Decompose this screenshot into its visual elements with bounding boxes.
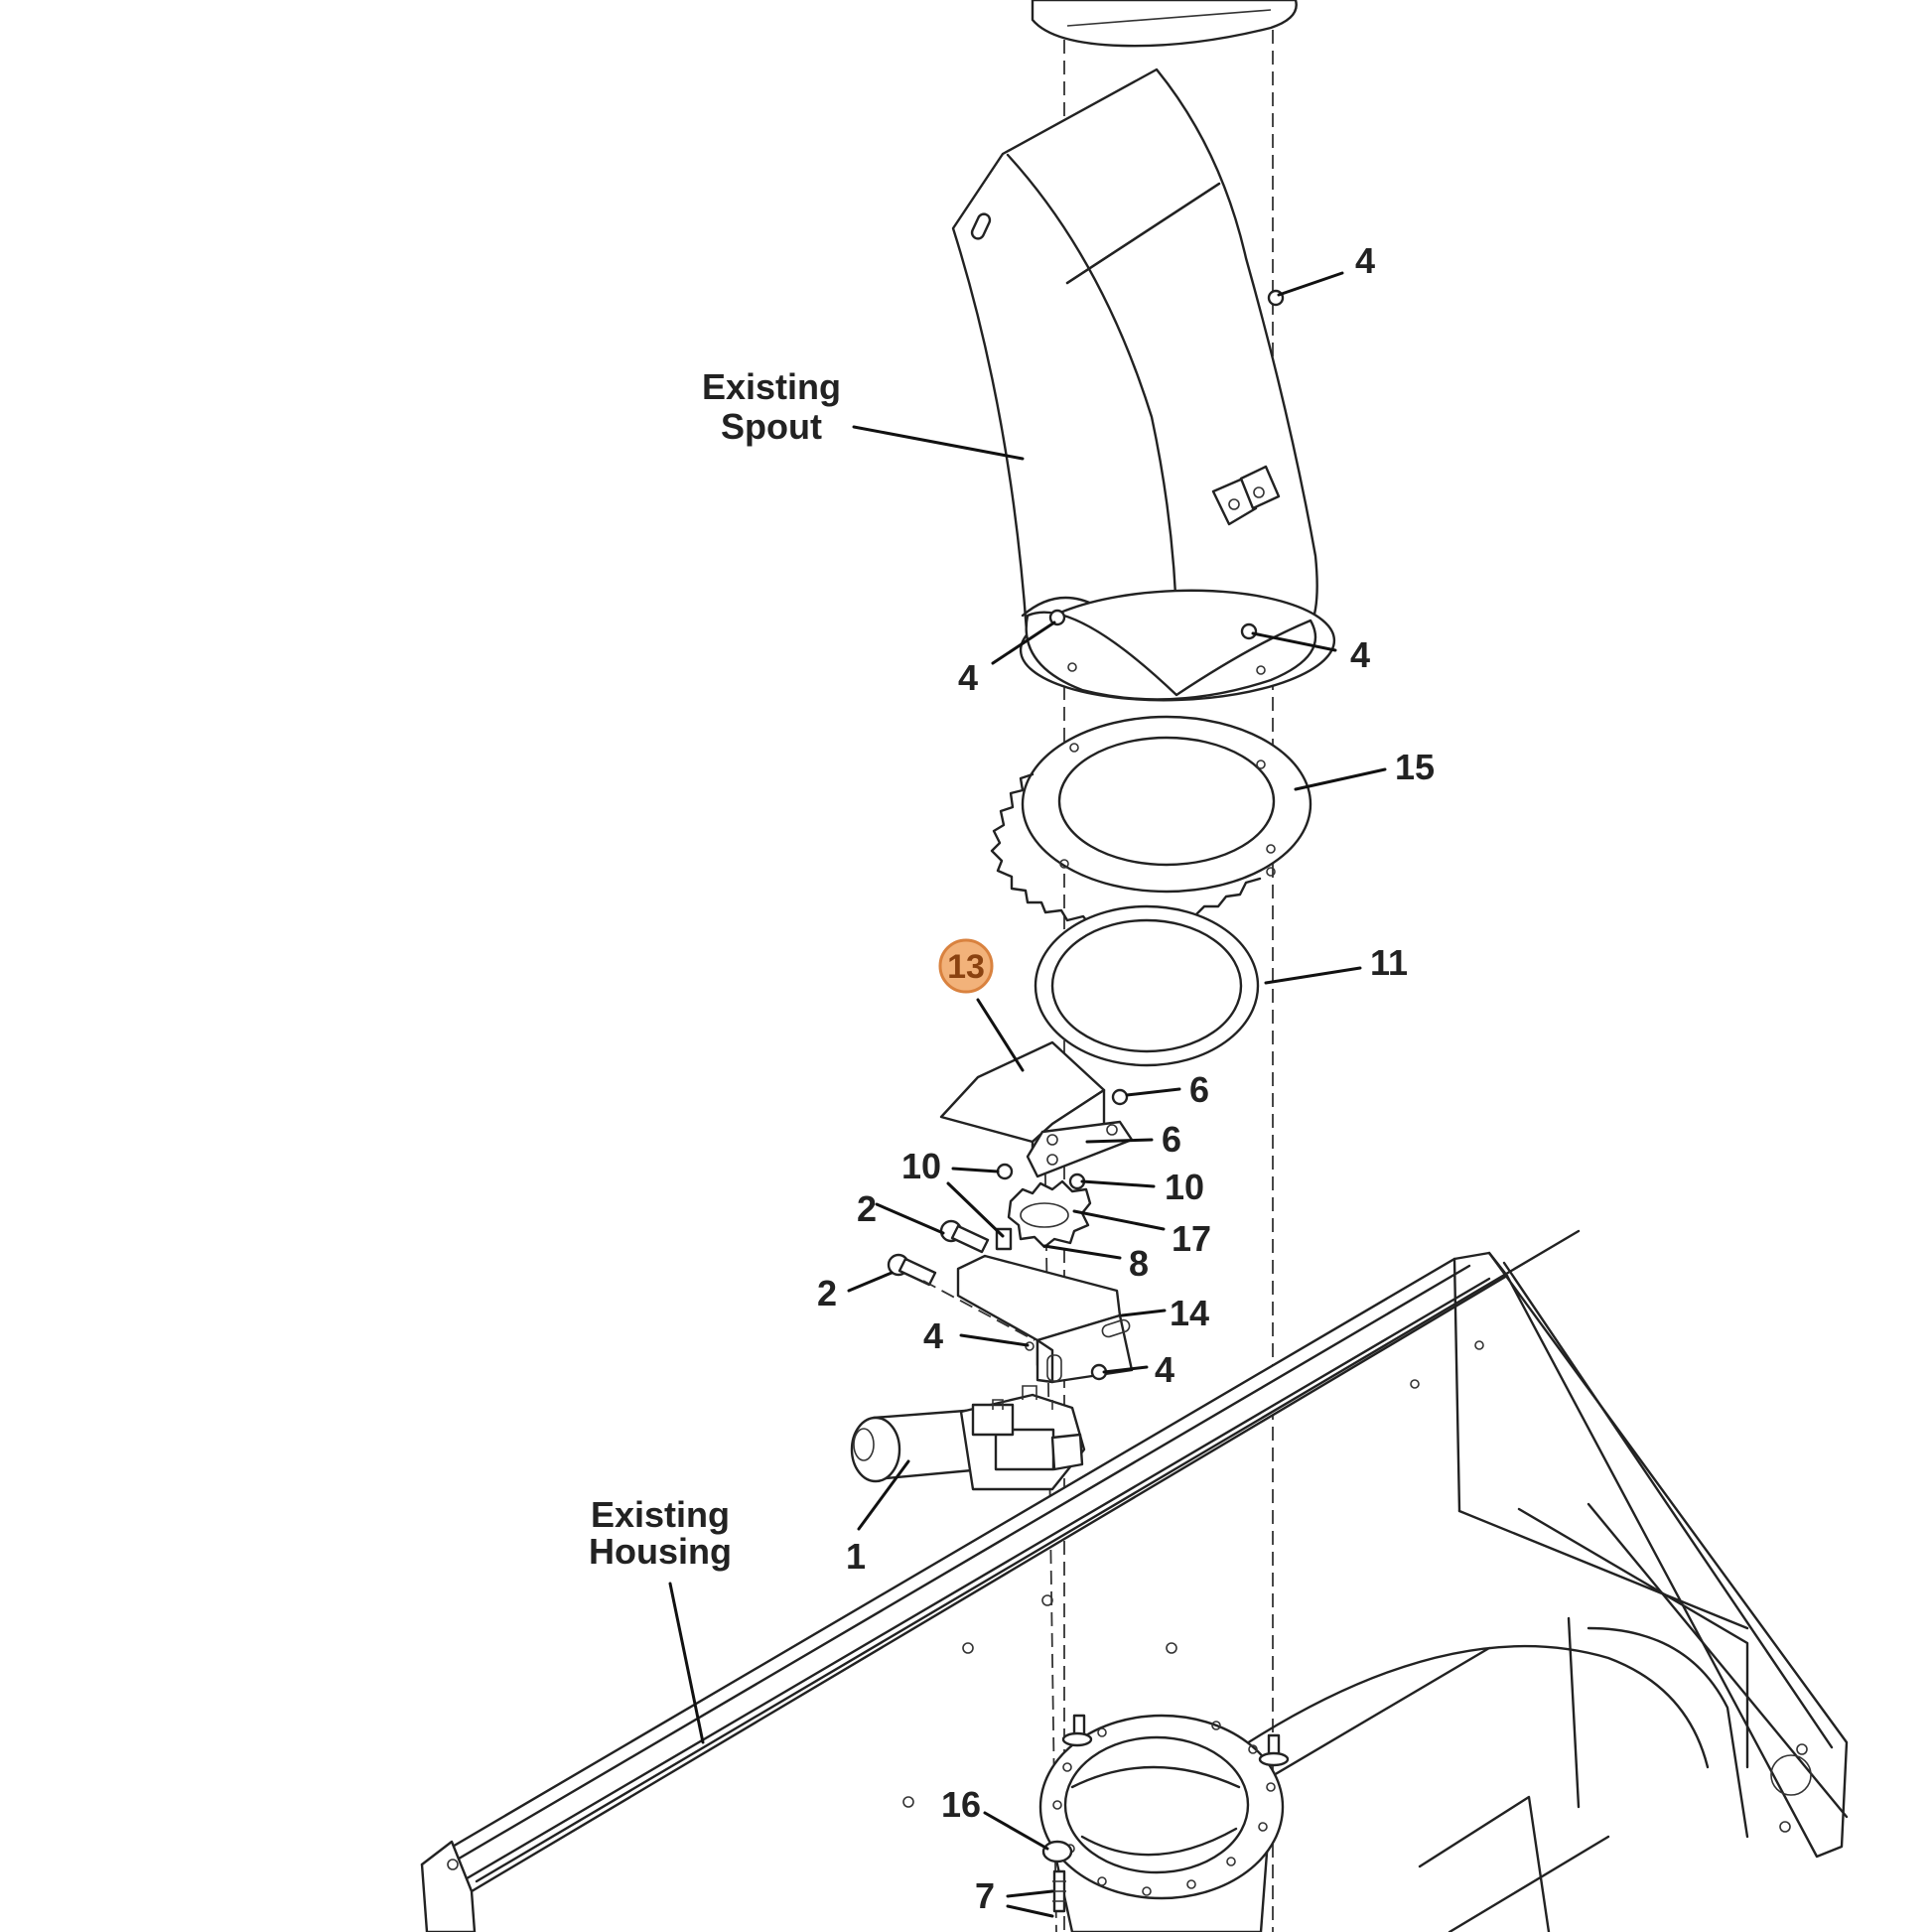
callout-4: 4	[958, 657, 978, 698]
callout-4: 4	[1155, 1349, 1174, 1390]
motor-bracket-14	[956, 1254, 1134, 1384]
highlighted-callout-13[interactable]: 13	[938, 938, 994, 994]
existing-housing-label: Existing Housing	[589, 1494, 732, 1572]
gear-ring-15	[990, 715, 1312, 930]
callout-8: 8	[1129, 1243, 1149, 1284]
highlight-marker	[938, 938, 994, 994]
callout-16: 16	[941, 1784, 981, 1825]
callout-4: 4	[1355, 240, 1375, 281]
callout-15: 15	[1395, 747, 1435, 787]
bracket-6	[1026, 1088, 1134, 1178]
motor-1	[850, 1385, 1086, 1491]
top-flange	[1031, 0, 1298, 48]
existing-spout-line1: Existing	[702, 366, 841, 407]
callout-14: 14	[1170, 1293, 1209, 1333]
callout-7: 7	[975, 1875, 995, 1916]
callout-4: 4	[923, 1315, 943, 1356]
wear-ring-11	[1034, 904, 1260, 1067]
callout-11: 11	[1370, 942, 1408, 983]
existing-spout-line2: Spout	[721, 406, 822, 447]
callout-13: 13	[947, 948, 985, 986]
callout-numbers: 4 4 4 15 11 13 6 6 10 10 2 2 17 8 14 4 4…	[817, 240, 1435, 1916]
callout-17: 17	[1172, 1218, 1211, 1259]
existing-spout	[951, 68, 1336, 702]
coupler-17	[995, 1163, 1092, 1251]
existing-housing	[420, 1229, 1849, 1932]
callout-4: 4	[1350, 634, 1370, 675]
existing-spout-label: Existing Spout	[702, 366, 841, 447]
callout-6: 6	[1189, 1069, 1209, 1110]
callout-2: 2	[857, 1188, 877, 1229]
existing-housing-line1: Existing	[591, 1494, 730, 1535]
callout-2: 2	[817, 1273, 837, 1313]
leader-lines	[668, 271, 1387, 1918]
callout-10: 10	[1165, 1167, 1204, 1207]
callout-1: 1	[846, 1536, 866, 1577]
flange-bolt-holes	[1052, 1721, 1276, 1896]
spout-base-16	[1038, 1714, 1290, 1932]
callout-10: 10	[901, 1146, 941, 1186]
screws-2	[887, 1219, 1035, 1341]
existing-housing-line2: Housing	[589, 1531, 732, 1572]
callout-6: 6	[1162, 1119, 1181, 1160]
